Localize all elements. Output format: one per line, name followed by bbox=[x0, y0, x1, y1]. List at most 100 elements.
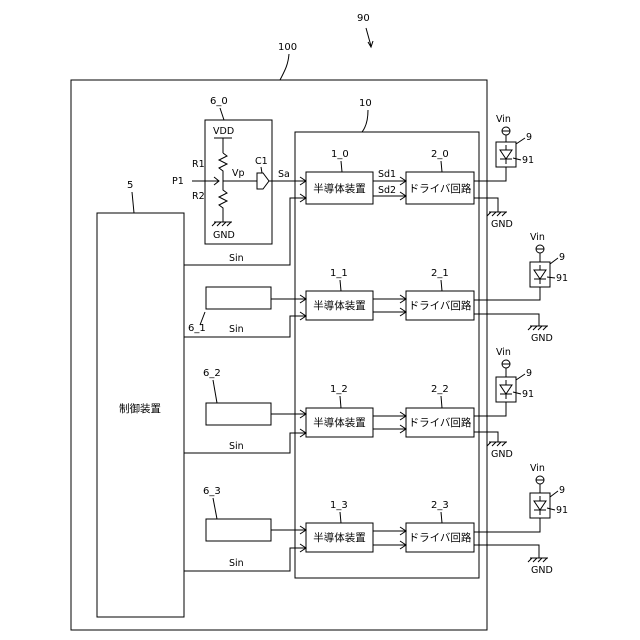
r1-label: R1 bbox=[192, 159, 205, 170]
sensor-1-box bbox=[206, 287, 271, 309]
semiconductor-device-1-label: 半導体装置 bbox=[313, 299, 366, 312]
resistor-r2 bbox=[219, 181, 227, 222]
vdd-rail bbox=[214, 138, 232, 153]
gnd-0-label: GND bbox=[491, 219, 513, 230]
vin-0-stem bbox=[502, 131, 510, 142]
sensor-3-ref-leader bbox=[213, 498, 217, 519]
lamp-3-diode-ref: 91 bbox=[556, 505, 568, 516]
sin-0-label: Sin bbox=[229, 253, 244, 264]
link-1-top bbox=[373, 295, 406, 303]
sensor-2-box bbox=[206, 403, 271, 425]
sensor-0-box bbox=[205, 120, 272, 244]
sd2-label: Sd2 bbox=[378, 185, 396, 196]
gnd-1-label: GND bbox=[531, 333, 553, 344]
lamp-3-wire bbox=[474, 518, 540, 532]
sin-wire-0 bbox=[184, 198, 306, 265]
driver-circuit-0-label: ドライバ回路 bbox=[409, 182, 472, 195]
sin-3-label: Sin bbox=[229, 558, 244, 569]
lamp-2-diode-leader bbox=[513, 392, 521, 394]
lamp-0-diode-ref: 91 bbox=[522, 155, 534, 166]
semi-3-ref: 1_3 bbox=[330, 500, 348, 511]
controller-ref: 5 bbox=[127, 180, 133, 191]
semi-2-ref-leader bbox=[340, 396, 341, 408]
comparator-c1 bbox=[257, 173, 269, 189]
group-ref-leader bbox=[362, 110, 368, 132]
gnd-3-symbol bbox=[528, 558, 548, 562]
lamp-1-ref: 9 bbox=[559, 252, 565, 263]
sin-2-label: Sin bbox=[229, 441, 244, 452]
group-ref: 10 bbox=[359, 98, 372, 109]
sensor-3-box bbox=[206, 519, 271, 541]
lamp-1-ref-leader bbox=[550, 258, 558, 264]
driver-circuit-2-label: ドライバ回路 bbox=[409, 416, 472, 429]
gnd-2-label: GND bbox=[491, 449, 513, 460]
semiconductor-device-3-label: 半導体装置 bbox=[313, 531, 366, 544]
semi-1-ref-leader bbox=[340, 280, 341, 291]
driver-1-ref-leader bbox=[441, 280, 442, 291]
driver-2-ref: 2_2 bbox=[431, 384, 449, 395]
sensor-3-wire bbox=[271, 526, 306, 534]
vin-1-label: Vin bbox=[530, 232, 545, 243]
link-3-bottom bbox=[373, 541, 406, 549]
semiconductor-device-0-label: 半導体装置 bbox=[313, 182, 366, 195]
lamp-1-diode-ref: 91 bbox=[556, 273, 568, 284]
c1-label: C1 bbox=[255, 156, 268, 167]
gnd-symbol bbox=[212, 222, 232, 226]
p1-label: P1 bbox=[172, 176, 184, 187]
sin-wire-3 bbox=[184, 548, 306, 571]
semi-3-ref-leader bbox=[340, 512, 341, 523]
vdd-label: VDD bbox=[213, 126, 234, 137]
driver-3-ref: 2_3 bbox=[431, 500, 449, 511]
resistor-r1 bbox=[219, 153, 227, 181]
vin-2-label: Vin bbox=[496, 347, 511, 358]
controller-label: 制御装置 bbox=[119, 402, 161, 415]
sensor-2-ref: 6_2 bbox=[203, 368, 221, 379]
sensor-1-ref: 6_1 bbox=[188, 323, 206, 334]
gnd-label: GND bbox=[213, 230, 235, 241]
gnd-0-symbol bbox=[487, 212, 507, 216]
link-2-top bbox=[373, 412, 406, 420]
lamp-0-ref: 9 bbox=[526, 132, 532, 143]
lamp-0-diode-leader bbox=[513, 158, 521, 160]
lamp-3-diode bbox=[534, 496, 546, 515]
vin-1-stem bbox=[536, 249, 544, 262]
gnd-2-symbol bbox=[487, 442, 507, 446]
vp-label: Vp bbox=[232, 168, 245, 179]
outer-box-leader bbox=[280, 54, 289, 80]
vin-3-label: Vin bbox=[530, 463, 545, 474]
gnd-3-wire bbox=[474, 545, 539, 558]
sin-wire-2 bbox=[184, 433, 306, 453]
sa-label: Sa bbox=[278, 169, 290, 180]
lamp-2-diode bbox=[500, 380, 512, 399]
lamp-0-diode bbox=[500, 145, 512, 164]
driver-0-ref-leader bbox=[441, 161, 442, 172]
lamp-2-ref: 9 bbox=[526, 368, 532, 379]
lamp-3-ref: 9 bbox=[559, 485, 565, 496]
c1-leader bbox=[261, 167, 262, 173]
lamp-2-diode-ref: 91 bbox=[522, 389, 534, 400]
driver-2-ref-leader bbox=[441, 396, 442, 408]
driver-circuit-3-label: ドライバ回路 bbox=[409, 531, 472, 544]
gnd-1-wire bbox=[474, 314, 539, 326]
gnd-1-symbol bbox=[528, 326, 548, 330]
sensor-2-wire bbox=[271, 410, 306, 418]
sensor-0-ref: 6_0 bbox=[210, 96, 228, 107]
system-ref: 90 bbox=[357, 13, 370, 24]
semi-0-ref-leader bbox=[341, 161, 342, 172]
gnd-0-wire bbox=[474, 198, 498, 212]
r2-label: R2 bbox=[192, 191, 205, 202]
vin-3-stem bbox=[536, 480, 544, 493]
controller-ref-leader bbox=[132, 192, 134, 213]
semi-0-ref: 1_0 bbox=[331, 149, 349, 160]
gnd-2-wire bbox=[474, 432, 498, 442]
driver-circuit-1-label: ドライバ回路 bbox=[409, 299, 472, 312]
outer-box-ref: 100 bbox=[278, 42, 297, 53]
lamp-1-diode bbox=[534, 265, 546, 284]
lamp-3-ref-leader bbox=[550, 491, 558, 497]
vin-2-stem bbox=[502, 364, 510, 377]
vin-0-label: Vin bbox=[496, 114, 511, 125]
driver-3-ref-leader bbox=[441, 512, 442, 523]
link-3-top bbox=[373, 527, 406, 535]
sensor-1-wire bbox=[271, 295, 306, 303]
